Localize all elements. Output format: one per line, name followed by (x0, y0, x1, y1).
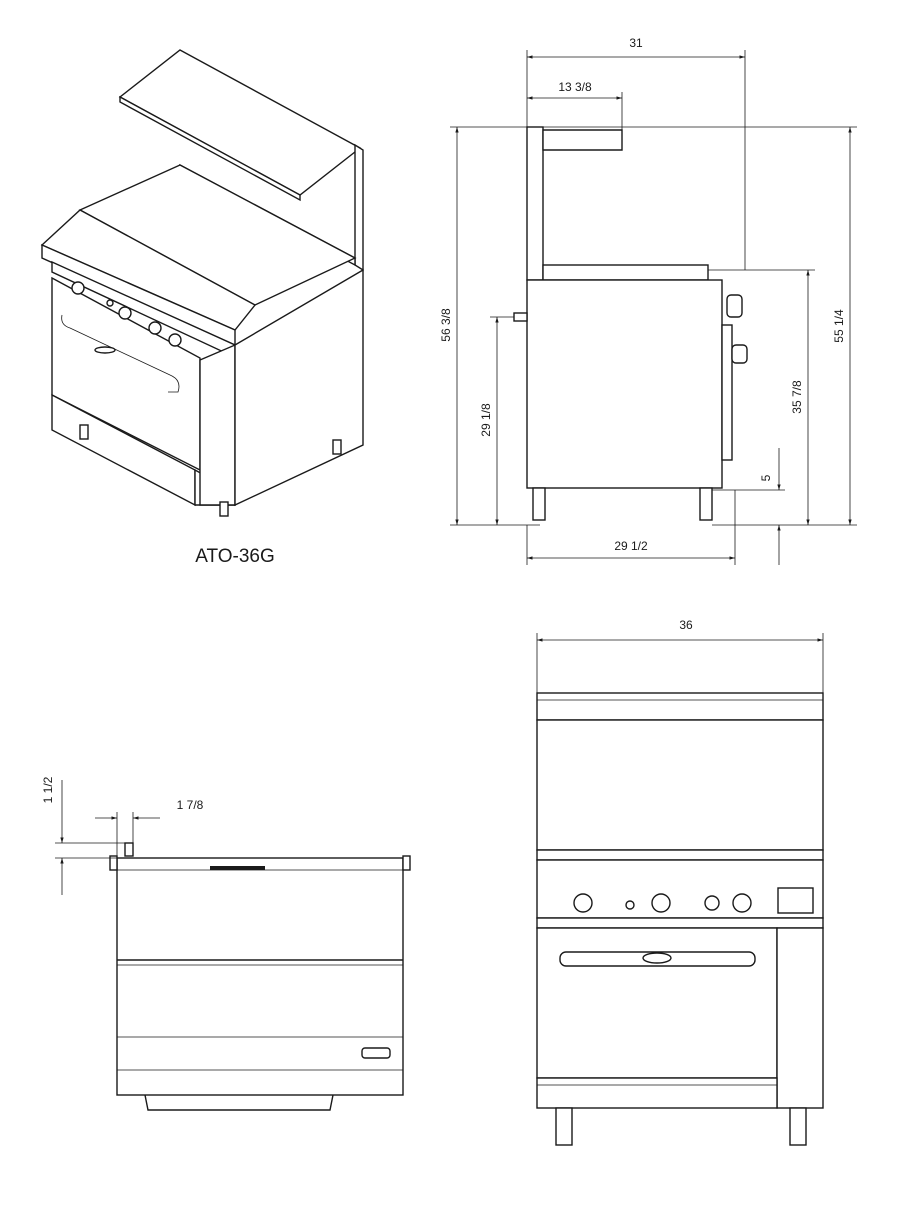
top-view: 1 1/2 1 7/8 (41, 776, 411, 1111)
dim-work-height: 29 1/8 (479, 403, 493, 437)
dim-shelf-depth: 13 3/8 (558, 80, 592, 94)
dim-cooktop-height: 35 7/8 (790, 380, 804, 414)
dim-overall-depth: 31 (629, 36, 643, 50)
dim-body-depth: 29 1/2 (614, 539, 648, 553)
front-view: 36 (536, 618, 824, 1146)
dim-flue-height: 1 1/2 (41, 776, 55, 803)
dim-overall-height: 56 3/8 (439, 308, 453, 342)
dim-backsplash-height: 55 1/4 (832, 309, 846, 343)
dim-leg-height: 5 (759, 474, 773, 481)
dim-width: 36 (679, 618, 693, 632)
dim-flue-offset: 1 7/8 (177, 798, 204, 812)
isometric-view: ATO-36G (40, 49, 364, 567)
side-view: 31 13 3/8 56 3/8 29 1/8 35 7/8 55 1/4 5 … (439, 36, 857, 565)
model-label: ATO-36G (195, 546, 275, 567)
